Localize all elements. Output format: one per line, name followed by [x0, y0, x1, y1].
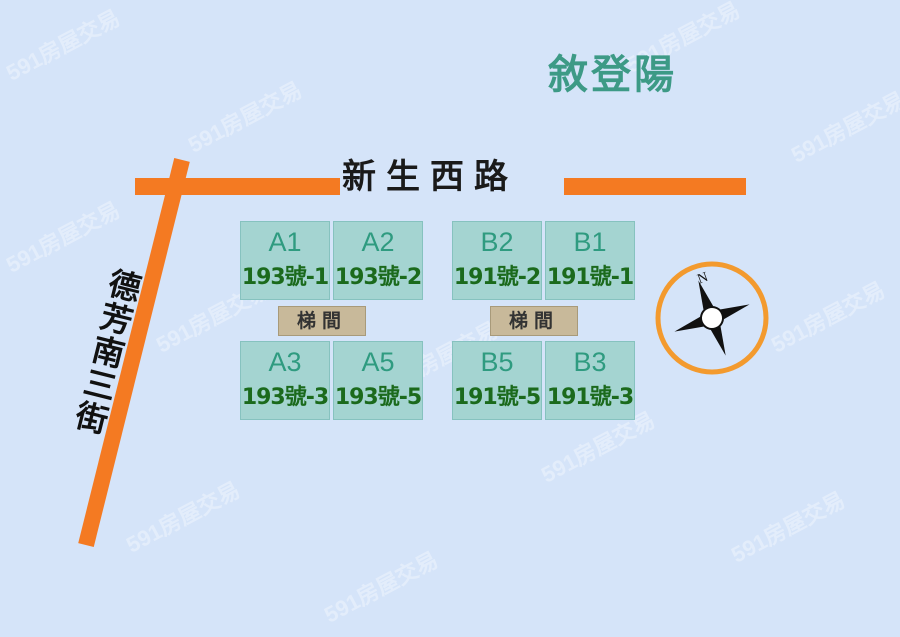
road-diagonal-label-text: 德芳南三街 — [67, 264, 146, 439]
unit-b3[interactable]: B3 191號-3 — [545, 341, 635, 420]
watermark: 591房屋交易 — [320, 547, 442, 628]
watermark: 591房屋交易 — [2, 197, 124, 278]
unit-code: B2 — [480, 227, 514, 257]
unit-code: A5 — [361, 347, 395, 377]
unit-code: A1 — [268, 227, 302, 257]
watermark: 591房屋交易 — [767, 277, 889, 358]
brand-title: 敘登陽 — [548, 52, 677, 98]
unit-number: 191號-5 — [453, 385, 541, 410]
unit-code: B5 — [480, 347, 514, 377]
watermark: 591房屋交易 — [727, 487, 849, 568]
watermark: 591房屋交易 — [787, 87, 900, 168]
unit-b1[interactable]: B1 191號-1 — [545, 221, 635, 300]
unit-number: 191號-2 — [453, 265, 541, 290]
unit-number: 193號-5 — [334, 385, 422, 410]
watermark: 591房屋交易 — [122, 477, 244, 558]
unit-a5[interactable]: A5 193號-5 — [333, 341, 423, 420]
unit-code: B3 — [573, 347, 607, 377]
unit-a2[interactable]: A2 193號-2 — [333, 221, 423, 300]
unit-b5[interactable]: B5 191號-5 — [452, 341, 542, 420]
watermark: 591房屋交易 — [2, 5, 124, 86]
compass-rose — [674, 280, 750, 356]
stairwell-right: 梯間 — [490, 306, 578, 336]
road-horizontal-label: 新生西路 — [340, 156, 564, 198]
compass-icon: N — [655, 261, 769, 375]
compass-north-label: N — [696, 270, 711, 288]
unit-number: 191號-1 — [546, 265, 634, 290]
unit-code: A3 — [268, 347, 302, 377]
stairwell-left: 梯間 — [278, 306, 366, 336]
watermark: 591房屋交易 — [184, 77, 306, 158]
unit-number: 193號-1 — [241, 265, 329, 290]
unit-code: A2 — [361, 227, 395, 257]
unit-code: B1 — [573, 227, 607, 257]
unit-b2[interactable]: B2 191號-2 — [452, 221, 542, 300]
road-diagonal-label: 德芳南三街 — [67, 265, 155, 451]
unit-number: 193號-3 — [241, 385, 329, 410]
unit-a1[interactable]: A1 193號-1 — [240, 221, 330, 300]
unit-number: 191號-3 — [546, 385, 634, 410]
unit-number: 193號-2 — [334, 265, 422, 290]
unit-a3[interactable]: A3 193號-3 — [240, 341, 330, 420]
